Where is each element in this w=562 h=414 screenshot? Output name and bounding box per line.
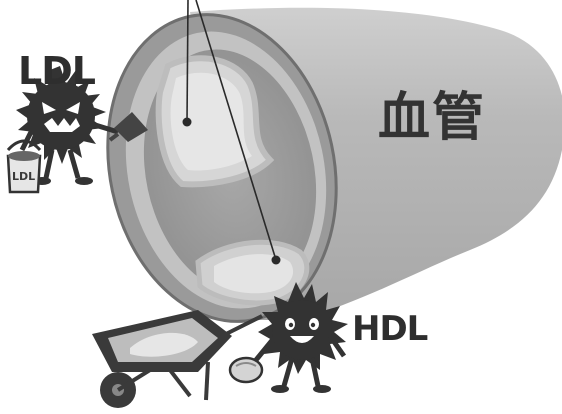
ldl-label: LDL [18,52,95,90]
cleaning-sponge-icon [230,358,262,382]
hdl-label: HDL [352,312,427,346]
blood-vessel-label: 血管 [378,92,486,144]
paint-bucket-label: LDL [12,171,35,182]
blood-vessel [80,0,562,343]
